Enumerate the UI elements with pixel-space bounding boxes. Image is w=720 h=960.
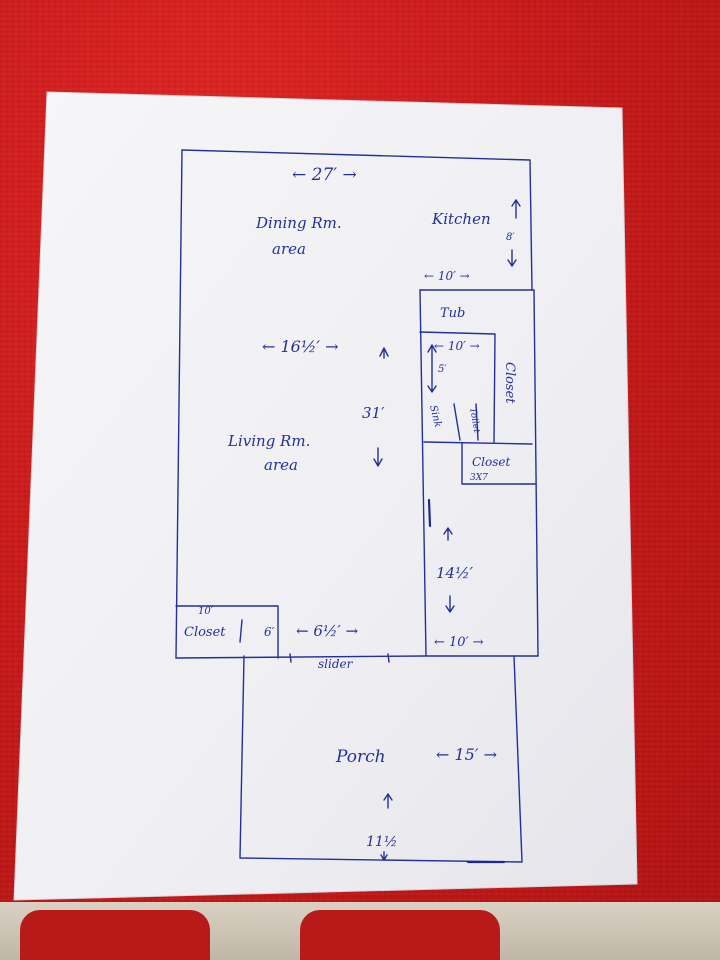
living-room-label: Living Rm.: [227, 432, 310, 450]
bedroom-width-dimension: ← 10′ →: [434, 635, 484, 650]
chair-left: [20, 910, 210, 960]
top-width-dimension: ← 27′ →: [292, 165, 357, 185]
tub-label: Tub: [440, 306, 465, 321]
living-room-area-label: area: [264, 456, 298, 474]
porch-label: Porch: [335, 747, 386, 767]
chair-right: [300, 910, 500, 960]
dining-room-label: Dining Rm.: [255, 214, 342, 232]
slider-label: slider: [318, 657, 354, 671]
closet-bottom-label: Closet: [184, 625, 226, 640]
kitchen-depth-dimension: 8′: [506, 232, 515, 243]
dining-room-area-label: area: [272, 240, 306, 258]
closet-right-label: Closet: [502, 362, 517, 404]
kitchen-width-dimension: ← 10′ →: [424, 269, 470, 283]
closet-small-label: Closet: [472, 455, 511, 469]
dimension-arrows: [239, 199, 521, 861]
paper: [13, 91, 638, 901]
kitchen-label: Kitchen: [431, 210, 491, 228]
floor-strip: [0, 902, 720, 960]
bath-width-dimension: ← 10′ →: [434, 339, 480, 353]
bath-depth-dimension: 5′: [438, 364, 447, 375]
closet-bottom-depth: 6′: [264, 625, 275, 639]
porch-width-dimension: ← 15′ →: [436, 745, 497, 764]
bedroom-length-dimension: 14½′: [436, 564, 474, 582]
sink-label: Sink: [427, 404, 443, 429]
toilet-label: Toilet: [467, 407, 481, 434]
entry-width-dimension: ← 6½′ →: [296, 622, 359, 640]
porch-outline: [239, 653, 523, 864]
plan-labels: ← 27′ → Dining Rm. area Kitchen 8′ ← 10′…: [184, 165, 517, 850]
overall-length-dimension: 31′: [362, 404, 385, 422]
closet-bottom-width: 10′: [198, 606, 214, 617]
closet-small-size: 3X7: [470, 473, 488, 483]
house-outline: [175, 149, 539, 659]
living-width-dimension: ← 16½′ →: [262, 337, 338, 356]
porch-depth-dimension: 11½: [366, 834, 397, 850]
